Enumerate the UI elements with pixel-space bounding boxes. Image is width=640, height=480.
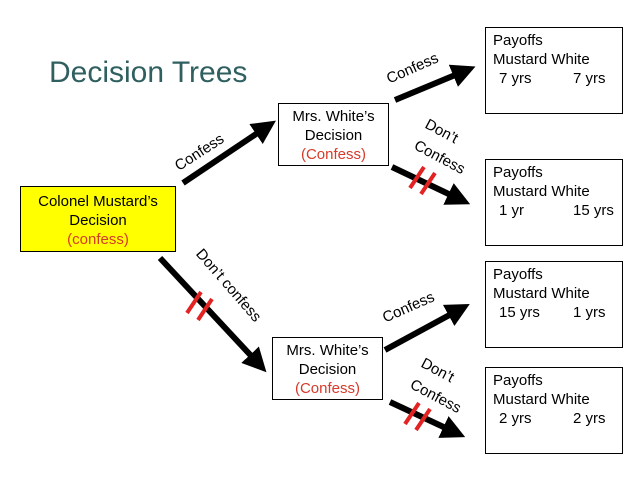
white-top-line1: Mrs. White’s <box>292 108 375 125</box>
payoff-white: 7 yrs <box>573 70 606 87</box>
arrow-root-confess <box>181 120 276 186</box>
root-decision-line2: Decision <box>69 212 127 229</box>
root-decision-node: Colonel Mustard’s Decision (confess) <box>20 186 176 252</box>
payoff-header: Mustard White <box>493 183 590 200</box>
payoff-title: Payoffs <box>493 266 543 283</box>
payoff-title: Payoffs <box>493 372 543 389</box>
white-bottom-line1: Mrs. White’s <box>286 342 369 359</box>
payoff-header: Mustard White <box>493 391 590 408</box>
arrow-top-dont-confess <box>390 164 471 205</box>
payoff-header: Mustard White <box>493 51 590 68</box>
payoff-box: Payoffs Mustard White 7 yrs 7 yrs <box>485 27 623 114</box>
payoff-mustard: 15 yrs <box>499 304 540 321</box>
white-decision-node-bottom: Mrs. White’s Decision (Confess) <box>272 337 383 400</box>
payoff-mustard: 7 yrs <box>499 70 532 87</box>
strike-mark-top <box>408 165 437 196</box>
white-top-line2: Decision <box>304 127 363 144</box>
payoff-box: Payoffs Mustard White 1 yr 15 yrs <box>485 159 623 246</box>
arrow-bottom-confess <box>383 303 470 353</box>
strike-mark-root <box>185 290 214 322</box>
arrow-top-confess <box>393 64 476 103</box>
white-bottom-choice: (Confess) <box>294 380 361 397</box>
white-decision-node-top: Mrs. White’s Decision (Confess) <box>278 103 389 166</box>
page-title: Decision Trees <box>49 56 248 89</box>
payoff-white: 2 yrs <box>573 410 606 427</box>
strike-mark-bottom <box>403 401 432 432</box>
payoff-mustard: 1 yr <box>499 202 525 219</box>
payoff-title: Payoffs <box>493 164 543 181</box>
payoff-white: 1 yrs <box>573 304 606 321</box>
root-decision-line1: Colonel Mustard’s <box>38 193 158 210</box>
arrow-bottom-dont-confess <box>388 399 466 438</box>
white-bottom-line2: Decision <box>298 361 357 378</box>
payoff-mustard: 2 yrs <box>499 410 532 427</box>
payoff-white: 15 yrs <box>573 202 614 219</box>
payoff-box: Payoffs Mustard White 2 yrs 2 yrs <box>485 367 623 454</box>
root-decision-choice: (confess) <box>67 231 129 248</box>
payoff-title: Payoffs <box>493 32 543 49</box>
payoff-box: Payoffs Mustard White 15 yrs 1 yrs <box>485 261 623 348</box>
white-top-choice: (Confess) <box>300 146 367 163</box>
payoff-header: Mustard White <box>493 285 590 302</box>
